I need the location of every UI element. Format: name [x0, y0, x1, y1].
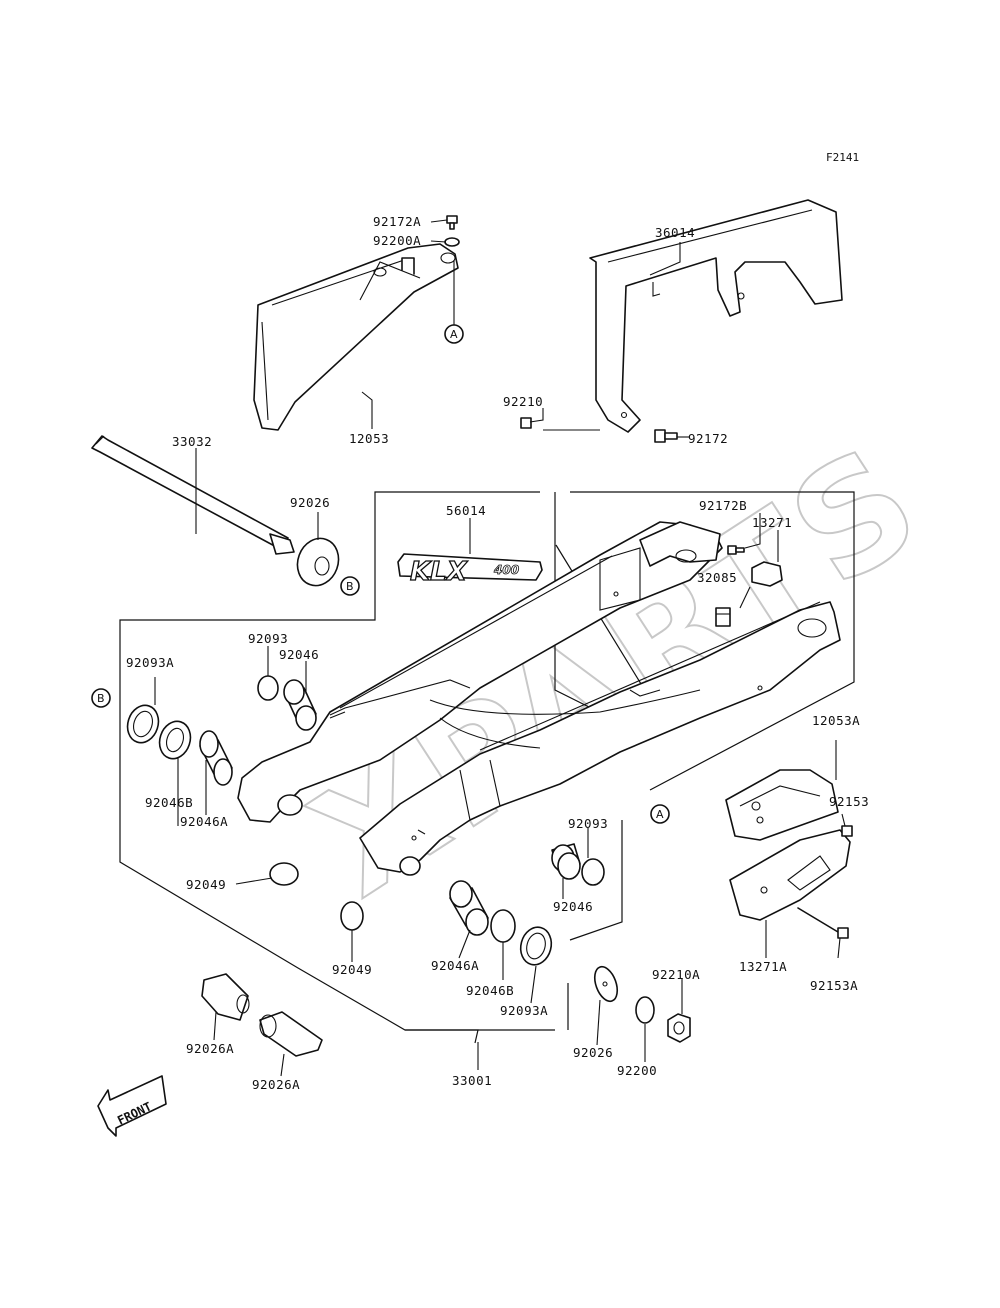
label-36014: 36014 — [655, 225, 695, 240]
bolt-92153A — [797, 907, 849, 939]
label-92153A: 92153A — [810, 978, 858, 993]
guide-bracket-13271A — [729, 829, 851, 921]
bearing-92046-right — [551, 843, 581, 880]
collar-92026A-left — [201, 973, 250, 1021]
mount-tab — [629, 689, 661, 697]
label-92200: 92200 — [617, 1063, 657, 1078]
label-92093A-right: 92093A — [500, 1003, 548, 1018]
ref-b-upper: B — [340, 576, 360, 596]
label-92046B-right: 92046B — [466, 983, 514, 998]
collar-92026A-right — [259, 1011, 323, 1057]
label-92026A-left: 92026A — [186, 1041, 234, 1056]
front-arrow: FRONT — [97, 1075, 167, 1137]
ref-a-upper: A — [444, 324, 464, 344]
label-92172B: 92172B — [699, 498, 747, 513]
nut-92210 — [520, 417, 532, 429]
label-12053: 12053 — [349, 431, 389, 446]
stopper-32085 — [715, 607, 731, 627]
label-92153: 92153 — [829, 794, 869, 809]
label-33001: 33001 — [452, 1073, 492, 1088]
label-92093-left: 92093 — [248, 631, 288, 646]
ref-b-upper-text: B — [346, 580, 354, 593]
chain-slipper-12053 — [253, 243, 459, 431]
label-13271A: 13271A — [739, 959, 787, 974]
plate-92026-bottom — [593, 965, 619, 1003]
label-56014: 56014 — [446, 503, 486, 518]
label-13271: 13271 — [752, 515, 792, 530]
label-92046A-left: 92046A — [180, 814, 228, 829]
label-92049-center: 92049 — [332, 962, 372, 977]
decal-56014: KLX 400 — [397, 553, 543, 588]
collar-92026-top — [296, 537, 340, 587]
ref-b-lower-text: B — [97, 692, 105, 705]
bolt-92153 — [841, 825, 853, 837]
label-92046-left: 92046 — [279, 647, 319, 662]
bearing-92046A-right — [449, 880, 489, 936]
bolt-92172B — [727, 545, 745, 555]
label-33032: 33032 — [172, 434, 212, 449]
label-12053A: 12053A — [812, 713, 860, 728]
decal-suffix-text: 400 — [493, 563, 519, 577]
bearing-92046B-right — [490, 909, 516, 943]
label-92026A-right: 92026A — [252, 1077, 300, 1092]
ref-a-upper-text: A — [450, 328, 458, 341]
bolt-92172A — [446, 215, 458, 230]
chain-guide-36014 — [589, 199, 843, 433]
bearing-92046-left — [283, 679, 317, 731]
label-92093A-left: 92093A — [126, 655, 174, 670]
label-92046A-right: 92046A — [431, 958, 479, 973]
part-labels: 92172A 92200A 36014 92210 12053 92172 33… — [126, 214, 869, 1092]
ref-a-lower: A — [650, 804, 670, 824]
leader-lines — [154, 219, 846, 1077]
collar-92049-center — [340, 901, 364, 931]
seal-92093-left — [257, 675, 279, 701]
label-92046B-left: 92046B — [145, 795, 193, 810]
label-32085: 32085 — [697, 570, 737, 585]
label-92046-right: 92046 — [553, 899, 593, 914]
seal-92093A-right — [519, 926, 553, 966]
ref-b-lower: B — [91, 688, 111, 708]
ref-a-lower-text: A — [656, 808, 664, 821]
pivot-shaft-33032 — [91, 435, 295, 555]
label-92210: 92210 — [503, 394, 543, 409]
label-92200A: 92200A — [373, 233, 421, 248]
figure-code: F2141 — [826, 151, 859, 164]
bearing-92046B-left — [158, 720, 192, 760]
collar-92049-left — [269, 862, 299, 886]
decal-main-text: KLX — [410, 557, 469, 587]
nut-92210A — [667, 1013, 691, 1043]
washer-92200A — [444, 237, 460, 247]
label-92210A: 92210A — [652, 967, 700, 982]
bearing-92046A-left — [199, 730, 233, 786]
bolt-92172 — [654, 429, 678, 443]
label-92026-bottom: 92026 — [573, 1045, 613, 1060]
swingarm-33001 — [237, 521, 841, 876]
washer-92200 — [635, 996, 655, 1024]
seal-92093-right — [581, 858, 605, 886]
chain-guide-12053A — [725, 769, 839, 841]
label-92026-top: 92026 — [290, 495, 330, 510]
label-92049-left: 92049 — [186, 877, 226, 892]
bracket-13271 — [751, 561, 783, 587]
label-92172: 92172 — [688, 431, 728, 446]
seal-92093A-left — [126, 704, 160, 744]
label-92093-right: 92093 — [568, 816, 608, 831]
label-92172A: 92172A — [373, 214, 421, 229]
